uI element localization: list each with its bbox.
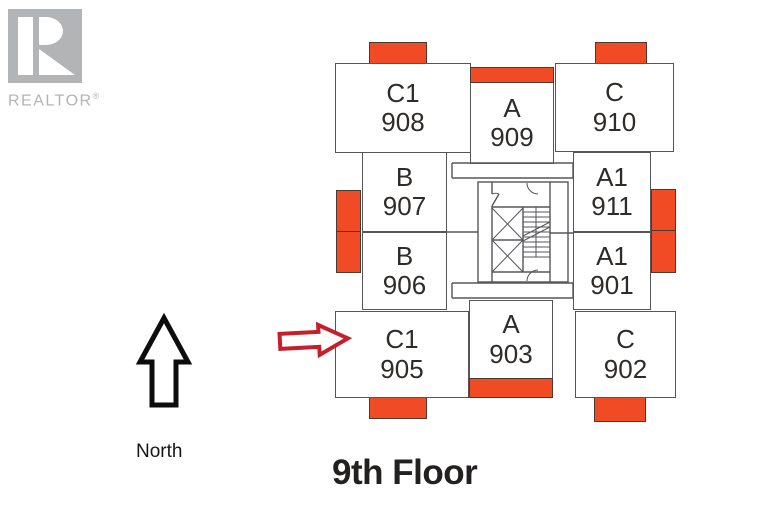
elevator-icon <box>491 206 550 273</box>
balcony <box>369 397 427 419</box>
page-title: 9th Floor <box>332 453 478 492</box>
balcony <box>651 230 676 273</box>
door-arc <box>491 182 539 282</box>
corridor-bottom <box>451 282 574 299</box>
north-compass <box>130 310 200 415</box>
realtor-r-icon <box>8 9 82 83</box>
north-label: North <box>136 441 183 462</box>
balcony <box>336 190 361 232</box>
corridor-top <box>451 162 574 179</box>
balcony <box>595 42 647 64</box>
balcony-strip <box>470 67 554 83</box>
stairs-icon <box>522 207 551 258</box>
party-walls <box>447 231 573 234</box>
realtor-logo-text: REALTOR® <box>8 91 100 110</box>
balcony <box>336 231 361 273</box>
core-outline <box>477 181 569 283</box>
balcony <box>594 397 646 422</box>
realtor-logo: REALTOR® <box>8 9 128 110</box>
vestibule-walls <box>491 182 551 282</box>
unit-pointer-arrow-icon <box>277 321 353 359</box>
balcony-strip <box>469 378 553 398</box>
balcony <box>651 189 676 231</box>
north-arrow-icon <box>135 312 193 408</box>
balcony <box>369 42 427 64</box>
registered-mark: ® <box>92 91 100 101</box>
